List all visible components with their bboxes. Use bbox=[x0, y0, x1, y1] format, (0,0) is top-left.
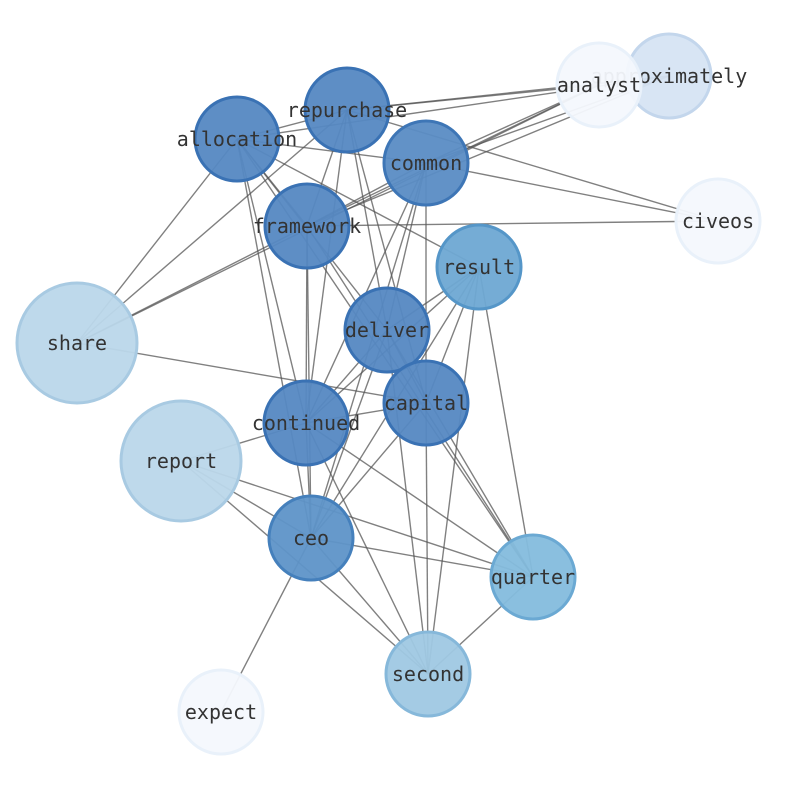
node-continued: continued bbox=[252, 379, 360, 467]
node-label-report: report bbox=[145, 449, 217, 473]
node-civeos: civeos bbox=[674, 177, 762, 265]
node-label-result: result bbox=[443, 255, 515, 279]
node-circle-capital bbox=[382, 359, 470, 447]
edge-allocation-ceo bbox=[236, 138, 312, 539]
node-capital: capital bbox=[382, 359, 470, 447]
edges-layer bbox=[76, 75, 719, 713]
node-circle-repurchase bbox=[303, 66, 391, 154]
node-framework: framework bbox=[253, 182, 361, 270]
node-analyst: analyst bbox=[555, 41, 643, 129]
node-circle-report bbox=[119, 399, 243, 523]
node-circle-ceo bbox=[267, 494, 355, 582]
node-label-capital: capital bbox=[384, 391, 468, 415]
node-common: common bbox=[382, 119, 470, 207]
edge-result-quarter bbox=[478, 266, 534, 578]
node-circle-quarter bbox=[489, 533, 577, 621]
node-circle-allocation bbox=[193, 95, 281, 183]
node-label-continued: continued bbox=[252, 411, 360, 435]
node-label-expect: expect bbox=[185, 700, 257, 724]
node-second: second bbox=[384, 630, 472, 718]
node-circle-common bbox=[382, 119, 470, 207]
edge-report-quarter bbox=[180, 460, 534, 578]
edge-continued-quarter bbox=[305, 422, 534, 578]
nodes-layer: approximatelyanalystrepurchaseallocation… bbox=[15, 32, 762, 756]
edge-repurchase-continued bbox=[305, 109, 348, 424]
node-circle-analyst bbox=[555, 41, 643, 129]
node-label-quarter: quarter bbox=[491, 565, 575, 589]
node-label-civeos: civeos bbox=[682, 209, 754, 233]
edge-result-second bbox=[427, 266, 480, 675]
node-allocation: allocation bbox=[177, 95, 297, 183]
node-circle-civeos bbox=[674, 177, 762, 265]
node-label-second: second bbox=[392, 662, 464, 686]
edge-common-civeos bbox=[425, 162, 719, 222]
node-circle-expect bbox=[177, 668, 265, 756]
node-circle-continued bbox=[262, 379, 350, 467]
node-label-analyst: analyst bbox=[557, 73, 641, 97]
node-label-deliver: deliver bbox=[345, 318, 429, 342]
node-label-common: common bbox=[390, 151, 462, 175]
node-label-framework: framework bbox=[253, 214, 361, 238]
node-quarter: quarter bbox=[489, 533, 577, 621]
node-circle-framework bbox=[263, 182, 351, 270]
node-repurchase: repurchase bbox=[287, 66, 407, 154]
node-circle-deliver bbox=[343, 286, 431, 374]
node-circle-result bbox=[435, 223, 523, 311]
edge-capital-second bbox=[425, 402, 429, 675]
edge-framework-civeos bbox=[306, 220, 719, 227]
node-ceo: ceo bbox=[267, 494, 355, 582]
node-circle-share bbox=[15, 281, 139, 405]
node-label-share: share bbox=[47, 331, 107, 355]
node-deliver: deliver bbox=[343, 286, 431, 374]
node-label-ceo: ceo bbox=[293, 526, 329, 550]
edge-allocation-continued bbox=[236, 138, 307, 424]
edge-allocation-result bbox=[236, 138, 480, 268]
node-label-allocation: allocation bbox=[177, 127, 297, 151]
node-circle-second bbox=[384, 630, 472, 718]
node-label-repurchase: repurchase bbox=[287, 98, 407, 122]
node-result: result bbox=[435, 223, 523, 311]
node-expect: expect bbox=[177, 668, 265, 756]
node-report: report bbox=[119, 399, 243, 523]
node-share: share bbox=[15, 281, 139, 405]
